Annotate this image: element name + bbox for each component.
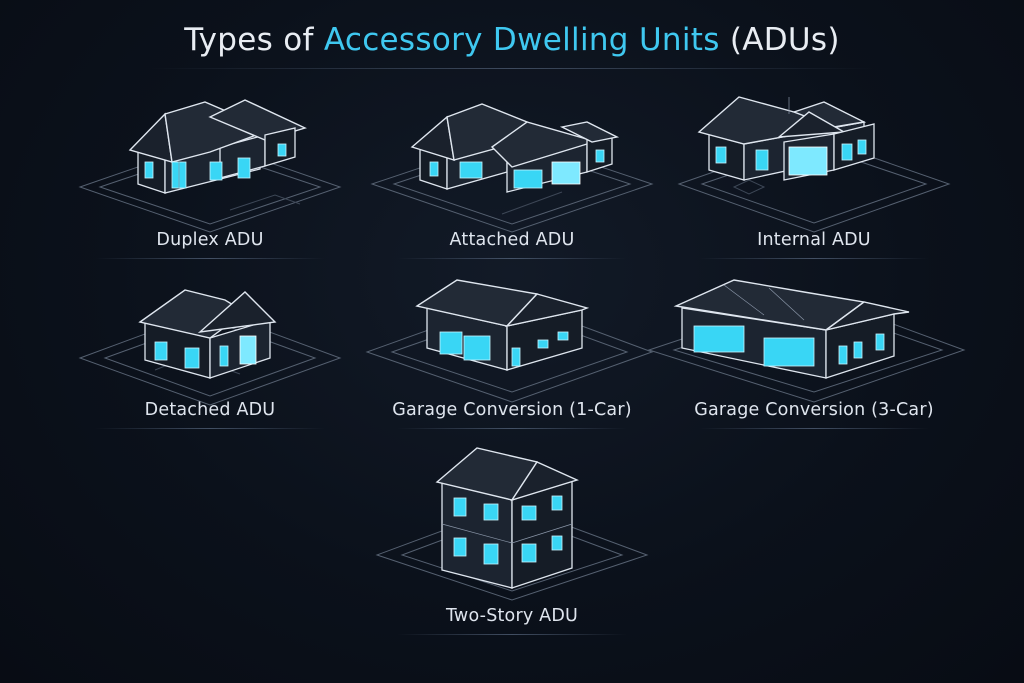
card-duplex-adu: Duplex ADU	[60, 92, 360, 272]
one-car-garage-icon	[365, 279, 654, 403]
card-divider	[397, 428, 627, 429]
card-divider	[699, 428, 929, 429]
card-two-story-adu: Two-Story ADU	[362, 440, 662, 635]
card-label: Detached ADU	[144, 400, 276, 420]
duplex-house-icon	[78, 99, 342, 233]
page-title: Types of Accessory Dwelling Units (ADUs)	[0, 22, 1024, 58]
two-story-house-icon	[375, 447, 649, 601]
card-attached-adu: Attached ADU	[362, 92, 662, 272]
three-car-garage-icon	[647, 279, 966, 403]
internal-house-icon	[677, 96, 951, 233]
card-divider	[397, 258, 627, 259]
title-suffix: (ADUs)	[719, 22, 840, 58]
card-divider	[95, 258, 325, 259]
card-divider	[699, 258, 929, 259]
card-label: Duplex ADU	[156, 230, 264, 250]
card-divider	[397, 634, 627, 635]
detached-house-icon	[78, 289, 342, 406]
card-garage-conversion-1-car: Garage Conversion (1-Car)	[362, 270, 662, 450]
card-label: Garage Conversion (3-Car)	[694, 400, 934, 420]
card-internal-adu: Internal ADU	[664, 92, 964, 272]
card-label: Internal ADU	[757, 230, 871, 250]
card-label: Attached ADU	[449, 230, 575, 250]
card-label: Two-Story ADU	[445, 606, 579, 626]
attached-house-icon	[370, 103, 654, 233]
title-prefix: Types of	[184, 22, 324, 58]
title-divider	[150, 68, 874, 69]
card-detached-adu: Detached ADU	[60, 270, 360, 450]
card-label: Garage Conversion (1-Car)	[392, 400, 632, 420]
card-garage-conversion-3-car: Garage Conversion (3-Car)	[647, 270, 966, 450]
card-divider	[95, 428, 325, 429]
title-accent: Accessory Dwelling Units	[323, 22, 720, 58]
